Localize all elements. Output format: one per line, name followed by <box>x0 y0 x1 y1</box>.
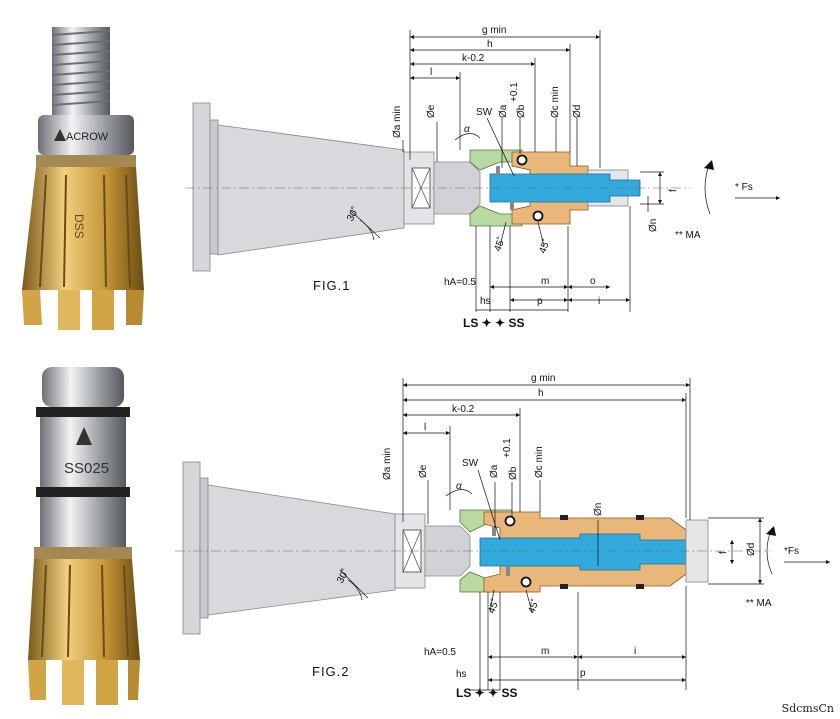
part-mark: SS025 <box>64 460 109 477</box>
fig2-a-min: Øa min <box>382 448 393 480</box>
fig1-alpha: α <box>464 124 470 135</box>
fig2-fs: *Fs <box>784 546 799 557</box>
fig2-b: Øb <box>508 466 519 480</box>
coupling-photo-2: SS025 <box>28 367 140 705</box>
fig2-f: f <box>718 551 729 554</box>
fig2-angle45a: 45˚ <box>486 597 502 615</box>
technical-drawing: g min h k-0.2 l Øa min Øe SW α Øa Øb +0.… <box>175 25 830 700</box>
fig2-ha: hA=0.5 <box>424 647 456 658</box>
fig2-k: k-0.2 <box>452 404 475 415</box>
part-mark: DSS <box>72 214 86 239</box>
fig1-k: k-0.2 <box>462 53 485 64</box>
fig2-ma: ** MA <box>746 598 772 609</box>
fig1-g-min: g min <box>482 25 506 36</box>
fig1-b-tol: +0.1 <box>509 82 520 102</box>
fig1-e: Øe <box>426 104 437 118</box>
fig1-sw: SW <box>476 107 493 118</box>
fig2-b-tol: +0.1 <box>502 438 513 458</box>
brand-label: ACROW <box>66 131 109 143</box>
fig2-c-min: Øc min <box>534 446 545 478</box>
fig1-l: l <box>430 67 432 78</box>
fig1-caption: FIG.1 <box>313 278 351 293</box>
fig1-hs: hs <box>480 296 491 307</box>
fig2-l: l <box>424 422 426 433</box>
fig1-m: m <box>541 276 549 287</box>
fig1-b: Øb <box>516 104 527 118</box>
fig2-e: Øe <box>418 464 429 478</box>
fig2-d: Ød <box>746 543 757 556</box>
fig2-m: m <box>541 646 549 657</box>
fig1-d: Ød <box>572 105 583 118</box>
fig1-p: p <box>537 296 543 307</box>
fig2-a: Øa <box>489 464 500 478</box>
fig2-n: Øn <box>593 503 604 516</box>
fig1-n: Øn <box>648 219 659 232</box>
fig1-a: Øa <box>498 104 509 118</box>
fig1-angle45b: 45˚ <box>537 237 553 255</box>
fig1-ha: hA=0.5 <box>444 277 476 288</box>
fig1-fs: * Fs <box>735 182 753 193</box>
fig2-sw: SW <box>462 458 479 469</box>
fig2-hs: hs <box>456 669 467 680</box>
fig2-p: p <box>580 668 586 679</box>
fig2-i: i <box>634 646 636 657</box>
fig1-ma: ** MA <box>675 230 701 241</box>
fig2-angle45b: 45˚ <box>526 597 542 615</box>
fig1-o: o <box>590 276 596 287</box>
fig1-f: f <box>668 189 679 192</box>
fig2-caption: FIG.2 <box>312 664 350 679</box>
fig1-drawing: g min h k-0.2 l Øa min Øe SW α Øa Øb +0.… <box>185 25 780 330</box>
watermark: SdcmsCn <box>781 702 834 715</box>
fig2-drawing: g min h k-0.2 l Øa min Øe SW α Øa Øb +0.… <box>175 373 830 700</box>
fig1-h: h <box>487 39 493 50</box>
fig1-angle45a: 45˚ <box>492 235 508 253</box>
fig2-h: h <box>538 388 544 399</box>
fig1-ls-ss: LS ✦ ✦ SS <box>463 316 524 330</box>
fig2-alpha: α <box>456 481 462 492</box>
fig1-i: i <box>598 296 600 307</box>
fig1-c-min: Øc min <box>550 86 561 118</box>
arrow-logo-icon <box>54 129 66 141</box>
fig2-ls-ss: LS ✦ ✦ SS <box>456 686 517 700</box>
arrow-logo-icon <box>76 427 92 445</box>
fig2-g-min: g min <box>531 373 555 384</box>
fig1-a-min: Øa min <box>392 106 403 138</box>
coupling-photo-1: ACROW DSS <box>22 27 144 330</box>
